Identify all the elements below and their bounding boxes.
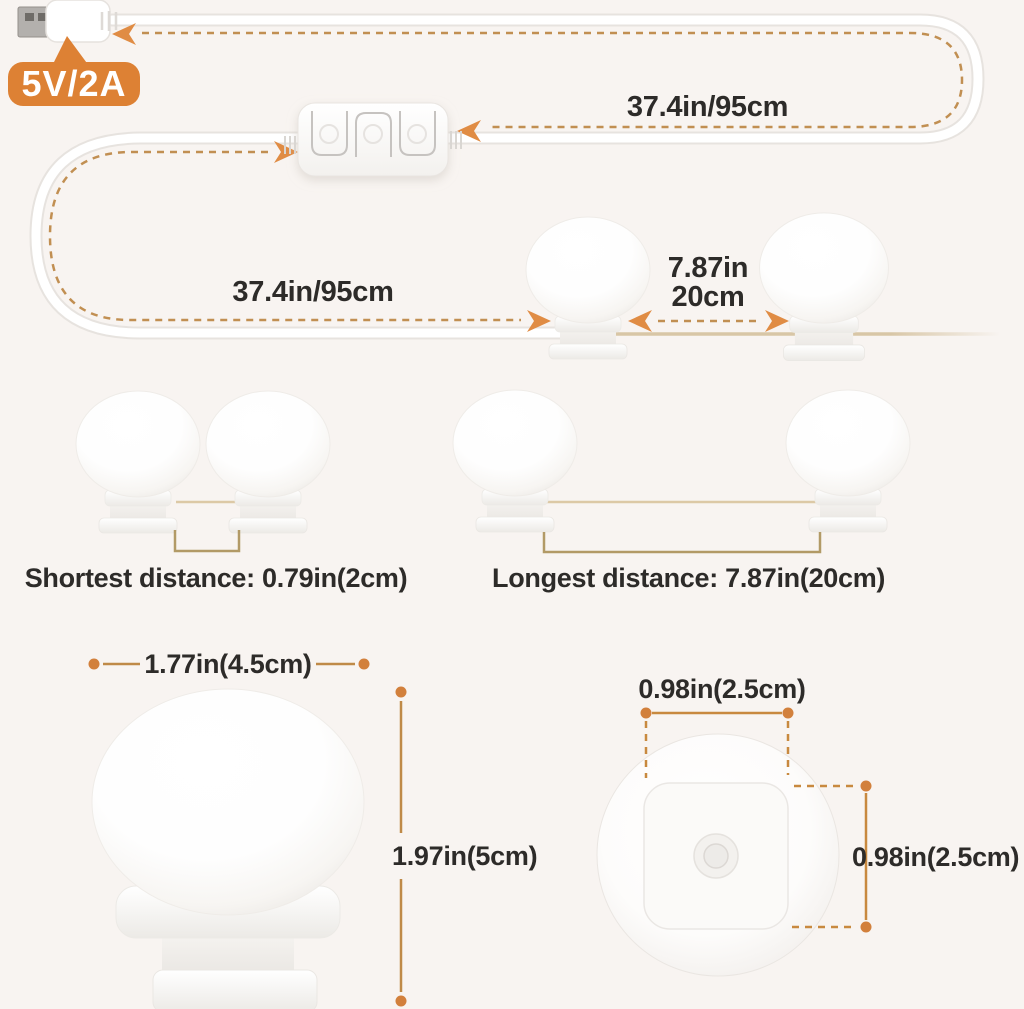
- base-height-label: 0.98in(2.5cm): [852, 842, 1020, 872]
- measure-path-between-lights: [628, 310, 789, 332]
- vanity-bulb: [205, 390, 331, 534]
- usb-pin-slot: [38, 13, 47, 21]
- vanity-bulb: [75, 390, 201, 534]
- height-dimension-line: [395, 686, 407, 1007]
- distance-bracket-short: [173, 530, 241, 553]
- vanity-bulb: [452, 389, 578, 533]
- base-height-dimension: [792, 780, 872, 933]
- distance-bracket-long: [542, 532, 822, 554]
- controller-button[interactable]: [399, 111, 436, 156]
- light-spacing-cm: 20cm: [671, 281, 745, 313]
- vanity-bulb: [759, 212, 889, 362]
- bulb-back-view: [596, 733, 840, 977]
- cable-length-controller-to-light: 37.4in/95cm: [232, 276, 394, 308]
- longest-distance-label: Longest distance: 7.87in(20cm): [492, 563, 886, 593]
- bulb-width-label: 1.77in(4.5cm): [144, 649, 312, 679]
- power-badge-label: 5V/2A: [21, 63, 127, 104]
- mount-hole: [703, 843, 729, 869]
- controller-button[interactable]: [355, 112, 392, 157]
- power-badge: [8, 36, 140, 106]
- base-width-dimension: [640, 707, 794, 778]
- bulb-height-label: 1.97in(5cm): [392, 841, 538, 871]
- light-spacing-inches: 7.87in: [667, 252, 749, 284]
- cable-strain-ribs: [284, 136, 296, 154]
- cable-length-usb-to-controller: 37.4in/95cm: [626, 91, 789, 123]
- measure-path-usb-to-controller: [112, 23, 964, 142]
- base-width-label: 0.98in(2.5cm): [638, 674, 806, 704]
- controller-button[interactable]: [311, 111, 348, 156]
- cable-strain-ribs: [100, 11, 118, 31]
- usb-connector: [17, 0, 118, 43]
- shortest-distance-label: Shortest distance: 0.79in(2cm): [24, 563, 408, 593]
- power-cable: [29, 13, 985, 340]
- width-dimension-line: [88, 658, 370, 670]
- vanity-bulb: [785, 389, 911, 533]
- light-spacing-label: 7.87in 20cm: [643, 254, 773, 312]
- usb-pin-slot: [25, 13, 34, 21]
- bulb-front-view: [91, 688, 365, 1009]
- inline-controller: [284, 102, 462, 177]
- cable-strain-ribs: [450, 131, 462, 149]
- arrowhead: [765, 310, 789, 332]
- measure-path-controller-to-light: [48, 141, 551, 332]
- arrowhead: [628, 310, 652, 332]
